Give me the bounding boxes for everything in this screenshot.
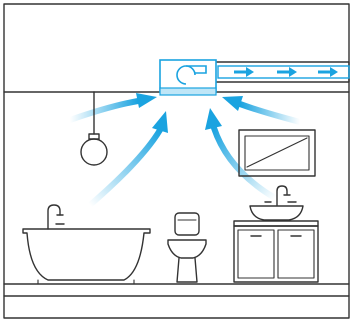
duct-inner	[217, 65, 350, 79]
pendant-lamp-icon	[80, 91, 108, 166]
airflow-arrowhead-icon	[152, 111, 168, 133]
airflow-arrow-icon	[67, 98, 141, 123]
airflow-arrowhead-icon	[136, 93, 157, 108]
fan-grille	[159, 87, 217, 96]
outer-wall	[3, 3, 350, 319]
airflow-arrow-icon	[237, 101, 303, 125]
fan-scroll-icon	[176, 65, 207, 85]
duct-arrow-icon	[318, 67, 338, 77]
faucet-icon	[264, 185, 297, 206]
airflow-arrows	[67, 93, 303, 208]
room-frame	[3, 3, 350, 319]
airflow-arrowhead-icon	[222, 96, 243, 111]
tub-faucet-icon	[47, 204, 65, 230]
bathtub-icon	[22, 204, 151, 285]
sink-icon	[249, 185, 304, 221]
duct-arrow-icon	[234, 67, 254, 77]
air-duct-icon	[213, 61, 350, 83]
exhaust-fan-unit-icon	[159, 59, 217, 96]
airflow-arrow-icon	[211, 125, 278, 201]
toilet-icon	[167, 212, 207, 283]
fan-housing	[159, 59, 217, 93]
vanity-cabinet-icon	[233, 220, 319, 283]
airflow-arrow-icon	[87, 127, 163, 208]
airflow-arrowhead-icon	[205, 108, 222, 130]
mirror-icon	[238, 129, 316, 177]
duct-arrow-icon	[277, 67, 297, 77]
